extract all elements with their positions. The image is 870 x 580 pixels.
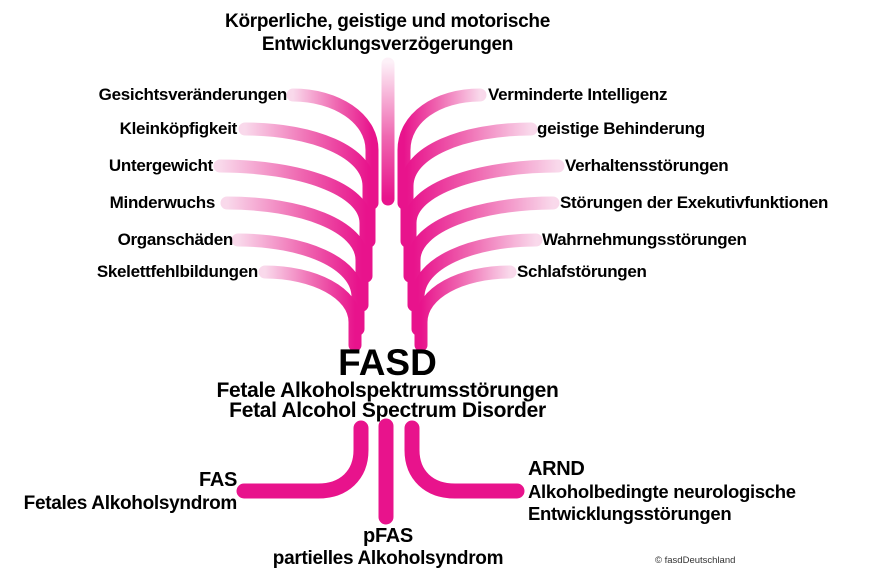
symptom-branch-right-3 [403,159,565,283]
symptom-label-right-6: Schlafstörungen [517,262,647,281]
fasd-name-english: Fetal Alcohol Spectrum Disorder [229,399,546,422]
pfas-name: partielles Alkoholsyndrom [272,548,504,569]
symptom-label-right-3: Verhaltensstörungen [565,156,729,175]
symptom-label-right-2: geistige Behinderung [537,119,705,138]
symptom-branch-right-5 [411,233,543,336]
symptom-label-right-5: Wahrnehmungsstörungen [542,230,747,249]
fas-block: FAS Fetales Alkoholsyndrom [23,469,238,515]
symptom-branch-right-2 [400,122,538,248]
pfas-acronym: pFAS [363,525,413,547]
page-title-line1: Körperliche, geistige und motorische [225,11,550,32]
symptom-label-left-3: Untergewicht [108,156,213,175]
fasd-acronym: FASD [338,342,437,383]
page-title-line2: Entwicklungsverzögerungen [261,34,514,55]
symptom-branch-left-3 [213,159,373,283]
symptom-label-left-4: Minderwuchs [109,193,216,212]
arnd-name-line1: Alkoholbedingte neurologische [528,481,796,502]
symptom-branch-left-1 [286,88,379,210]
pfas-block: pFAS partielles Alkoholsyndrom [0,525,776,570]
fas-name: Fetales Alkoholsyndrom [23,493,238,514]
symptom-label-right-4: Störungen der Exekutivfunktionen [560,193,829,212]
symptom-label-left-5: Organschäden [117,230,234,249]
fasd-center-block: FASD Fetale Alkoholspektrumsstörungen Fe… [0,342,775,422]
fasd-name-german: Fetale Alkoholspektrumsstörungen [216,379,559,402]
symptom-label-left-1: Gesichtsveränderungen [98,85,288,104]
arnd-acronym: ARND [528,458,585,480]
symptom-label-right-1: Verminderte Intelligenz [488,85,668,104]
symptom-label-left-6: Skelettfehlbildungen [96,262,258,281]
copyright-note: © fasdDeutschland [655,555,736,566]
symptom-branch-left-5 [231,233,365,336]
page-title: Körperliche, geistige und motorische Ent… [0,10,775,56]
arnd-branch [404,420,525,499]
fas-branch [236,420,369,499]
symptom-branch-left-2 [238,122,376,248]
symptom-branch-right-6 [414,265,517,352]
symptom-label-left-2: Kleinköpfigkeit [119,119,238,138]
arnd-block: ARND Alkoholbedingte neurologische Entwi… [528,457,796,525]
symptom-branch-left-6 [258,265,362,352]
symptom-branch-right-1 [397,88,487,210]
symptom-branch-left-4 [220,196,369,312]
arnd-name-line2: Entwicklungsstörungen [528,503,732,524]
symptom-branch-right-4 [407,196,560,312]
fas-acronym: FAS [199,469,237,491]
